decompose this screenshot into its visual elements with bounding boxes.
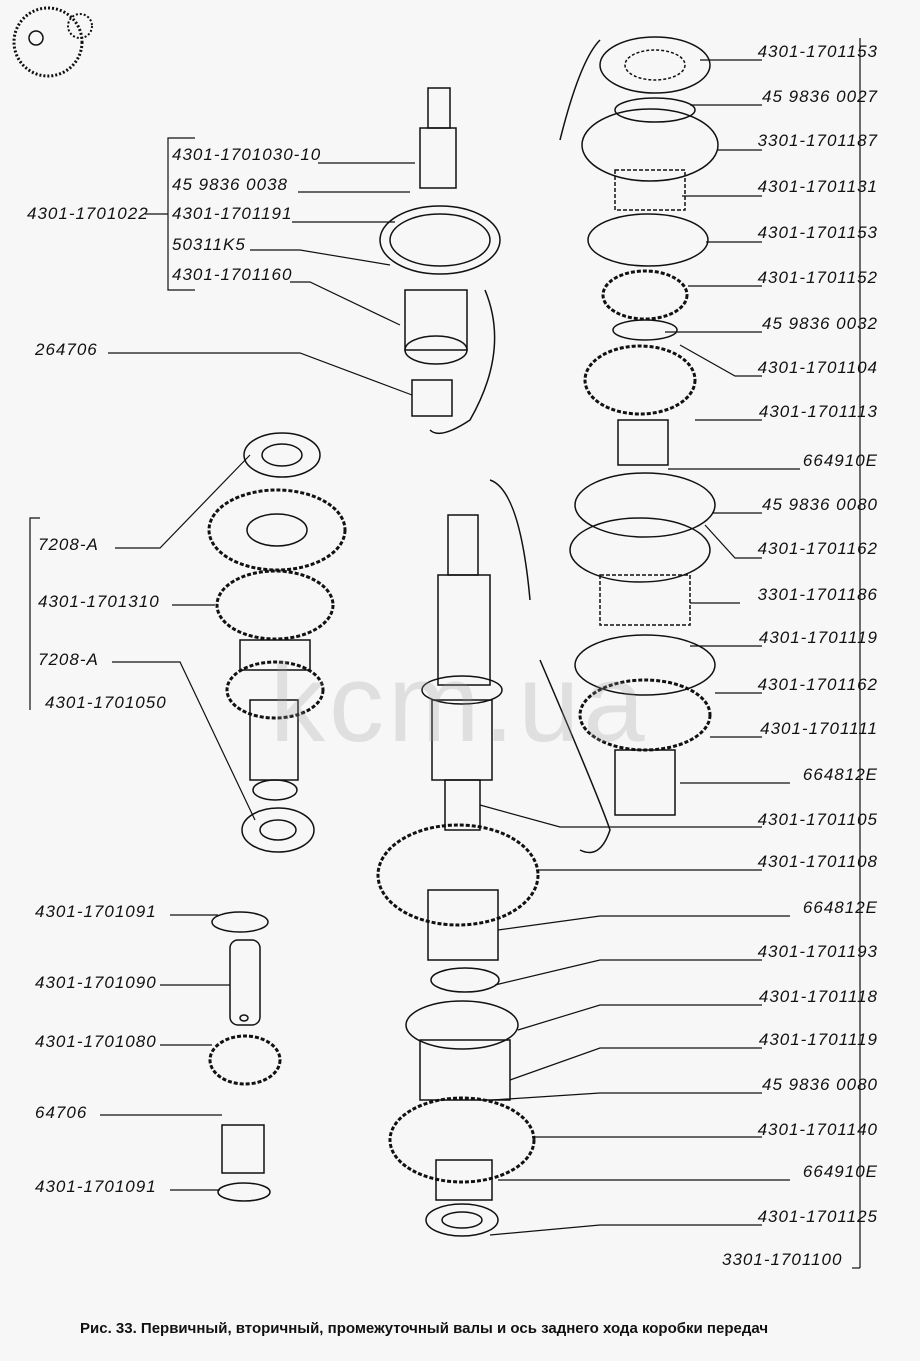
primary-shaft-drawing [379, 87, 501, 435]
part-label: 4301-1701153 [757, 223, 878, 242]
part-label: 4301-1701030-10 [172, 145, 322, 164]
assembly-label: 4301-1701050 [45, 693, 167, 712]
part-label: 4301-1701104 [757, 358, 878, 377]
part-label: 4301-1701118 [758, 987, 878, 1006]
part-label: 64706 [35, 1103, 88, 1122]
synchronizer-stack-drawing [559, 36, 719, 816]
part-label: 7208-A [38, 650, 99, 669]
part-label: 45 9836 0080 [762, 495, 878, 514]
part-label: 45 9836 0038 [172, 175, 288, 194]
part-label: 664812E [802, 765, 878, 784]
part-label: 45 9836 0080 [762, 1075, 878, 1094]
logo-gear-icon [12, 6, 93, 78]
secondary-shaft-drawing [376, 479, 611, 1237]
part-label: 4301-1701162 [757, 675, 878, 694]
part-label: 4301-1701113 [758, 402, 878, 421]
leader-lines [29, 38, 861, 1269]
part-label: 664910E [802, 451, 878, 470]
assembly-label: 3301-1701100 [722, 1250, 843, 1269]
part-label: 4301-1701119 [758, 628, 878, 647]
part-label: 4301-1701153 [757, 42, 878, 61]
part-label: 4301-1701091 [35, 902, 157, 921]
part-label: 4301-1701140 [757, 1120, 878, 1139]
part-label: 3301-1701186 [757, 585, 878, 604]
part-label: 4301-1701125 [757, 1207, 878, 1226]
part-label: 4301-1701119 [758, 1030, 878, 1049]
part-label: 4301-1701131 [757, 177, 878, 196]
part-label: 7208-A [38, 535, 99, 554]
part-label: 264706 [35, 340, 98, 359]
part-label: 4301-1701090 [35, 973, 157, 992]
part-label: 45 9836 0027 [762, 87, 878, 106]
part-label: 45 9836 0032 [762, 314, 878, 333]
part-label: 4301-1701193 [757, 942, 878, 961]
assembly-label: 4301-1701022 [27, 204, 149, 223]
reverse-axle-drawing [208, 911, 282, 1202]
part-label: 4301-1701191 [172, 204, 293, 223]
part-label: 4301-1701108 [757, 852, 878, 871]
part-label: 4301-1701105 [757, 810, 878, 829]
part-label: 4301-1701310 [38, 592, 160, 611]
figure-caption: Рис. 33. Первичный, вторичный, промежуто… [80, 1320, 769, 1337]
part-label: 4301-1701111 [760, 719, 878, 738]
part-label: 50311K5 [172, 235, 246, 254]
watermark: kcm.ua [270, 642, 649, 765]
part-label: 4301-1701152 [757, 268, 878, 287]
countershaft-drawing [207, 432, 347, 853]
part-label: 4301-1701160 [172, 265, 293, 284]
part-label: 3301-1701187 [757, 131, 878, 150]
part-label: 4301-1701080 [35, 1032, 157, 1051]
part-label: 4301-1701091 [35, 1177, 157, 1196]
part-label: 664910E [802, 1162, 878, 1181]
part-label: 4301-1701162 [757, 539, 878, 558]
part-label: 664812E [802, 898, 878, 917]
